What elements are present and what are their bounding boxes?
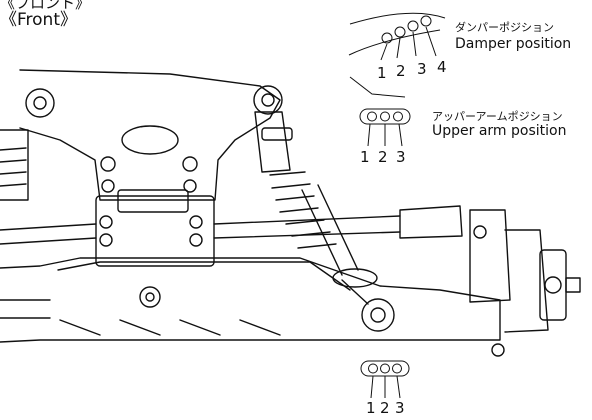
damper-number-1: 1	[377, 64, 387, 82]
damper-number-4: 4	[437, 58, 447, 76]
front-hub	[469, 209, 581, 357]
tower-slot	[121, 125, 179, 155]
upper-arm-position-label-jp: アッパーアームポジション	[432, 110, 563, 123]
left-shock	[0, 88, 55, 201]
chassis-screw	[139, 286, 161, 308]
upper-arm-position-guide	[359, 108, 411, 147]
upper-arm-position-label-en: Upper arm position	[432, 123, 567, 139]
lower-number-1: 1	[366, 399, 376, 417]
right-upper-arm	[213, 215, 401, 239]
damper-hole-1	[381, 32, 393, 44]
damper-number-2: 2	[396, 62, 406, 80]
lower-number-2: 2	[380, 399, 390, 417]
damper-position-guide	[348, 12, 446, 98]
right-shock	[253, 85, 395, 332]
lower-position-guide	[360, 360, 410, 399]
left-upper-arm	[0, 223, 97, 245]
damper-hole-3	[407, 20, 419, 32]
tower-hole	[100, 156, 116, 172]
lower-chassis	[0, 257, 501, 343]
damper-hole-4	[420, 15, 432, 27]
upper-arm-number-1: 1	[360, 148, 370, 166]
shock-tower	[19, 69, 281, 201]
tower-hole	[182, 156, 198, 172]
upper-arm-number-3: 3	[396, 148, 406, 166]
tower-hole	[101, 179, 115, 193]
lower-number-3: 3	[395, 399, 405, 417]
damper-position-label-jp: ダンパーポジション	[455, 21, 554, 34]
damper-hole-2	[394, 26, 406, 38]
front-label-jp: 《フロント》	[0, 0, 91, 12]
upper-arm-number-2: 2	[378, 148, 388, 166]
damper-number-3: 3	[417, 60, 427, 78]
damper-position-label-en: Damper position	[455, 36, 572, 52]
tower-hole	[183, 179, 197, 193]
center-block	[95, 189, 215, 267]
front-label-en: 《Front》	[0, 10, 77, 30]
